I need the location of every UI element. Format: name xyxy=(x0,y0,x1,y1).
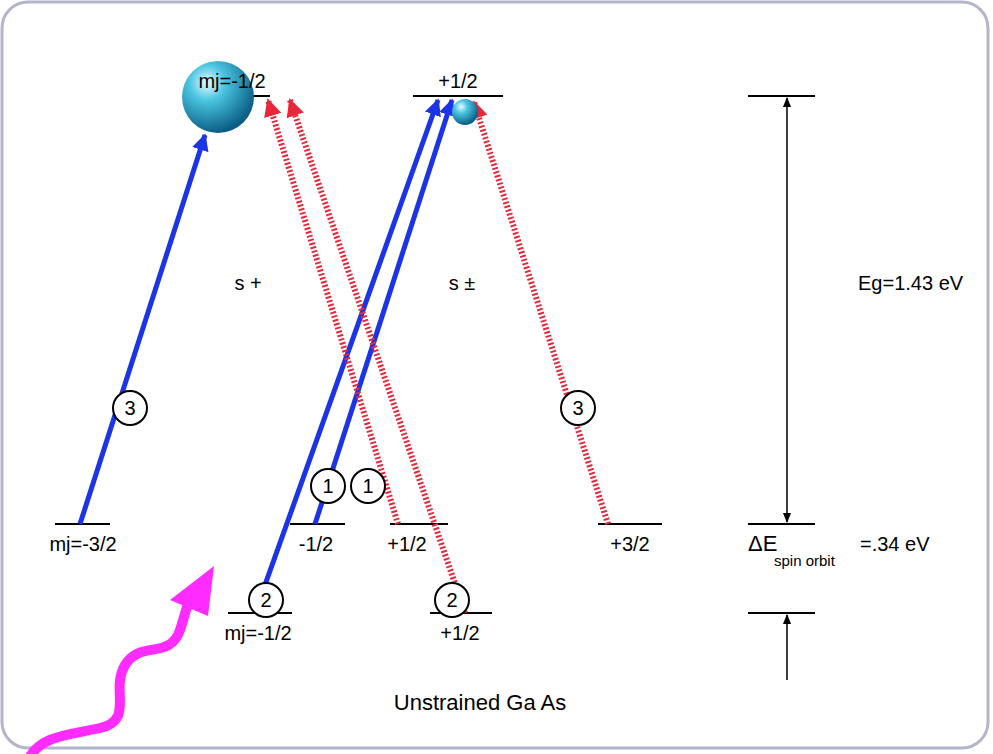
label-text: +1/2 xyxy=(438,70,477,92)
transition-arrow-dashed xyxy=(268,100,398,524)
callout-number: 3 xyxy=(124,398,135,418)
level-label: +1/2 xyxy=(438,70,477,93)
level-label: +3/2 xyxy=(610,533,649,556)
level-label: -1/2 xyxy=(299,533,333,556)
level-label: +1/2 xyxy=(387,533,426,556)
level-label: mj=-3/2 xyxy=(49,533,116,556)
caption: Unstrained Ga As xyxy=(394,690,566,716)
transition-arrow-dashed xyxy=(474,102,608,524)
level-label: s + xyxy=(234,272,261,295)
label-text: +1/2 xyxy=(440,622,479,644)
level-label: s ± xyxy=(449,272,476,295)
label-text: -1/2 xyxy=(299,533,333,555)
transition-arrow xyxy=(255,100,438,613)
callout-circle: 3 xyxy=(560,390,596,426)
label-text: mj=-3/2 xyxy=(49,533,116,555)
callout-circle: 1 xyxy=(310,468,346,504)
label-text: mj=-1/2 xyxy=(224,622,291,644)
label-text: +1/2 xyxy=(387,533,426,555)
label-text: s ± xyxy=(449,272,476,294)
label-text: Eg=1.43 eV xyxy=(858,272,963,294)
dimension-arrows xyxy=(786,98,788,680)
level-label: spin orbit xyxy=(774,552,835,570)
level-label: =.34 eV xyxy=(860,533,930,556)
callout-number: 2 xyxy=(260,590,271,610)
energy-levels xyxy=(55,96,815,613)
transition-arrows xyxy=(80,100,608,613)
electron-sphere xyxy=(452,99,478,125)
callout-circle: 3 xyxy=(112,390,148,426)
label-text: =.34 eV xyxy=(860,533,930,555)
level-label: ΔE xyxy=(748,531,777,557)
transition-arrow xyxy=(80,135,205,524)
callout-circle: 1 xyxy=(350,468,386,504)
caption-text: Unstrained Ga As xyxy=(394,690,566,715)
callout-number: 3 xyxy=(572,398,583,418)
label-text: mj=-1/2 xyxy=(198,70,265,92)
callout-circle: 2 xyxy=(434,582,470,618)
label-text: ΔE xyxy=(748,531,777,556)
callout-circle: 2 xyxy=(248,582,284,618)
level-label: Eg=1.43 eV xyxy=(858,272,963,295)
light-arrow xyxy=(28,566,214,754)
level-label: +1/2 xyxy=(440,622,479,645)
callout-number: 2 xyxy=(446,590,457,610)
callout-number: 1 xyxy=(362,476,373,496)
level-label: mj=-1/2 xyxy=(224,622,291,645)
label-text: s + xyxy=(234,272,261,294)
level-label: mj=-1/2 xyxy=(198,70,265,93)
label-text: spin orbit xyxy=(774,552,835,569)
callout-number: 1 xyxy=(322,476,333,496)
transition-arrow-dashed xyxy=(290,100,465,613)
label-text: +3/2 xyxy=(610,533,649,555)
